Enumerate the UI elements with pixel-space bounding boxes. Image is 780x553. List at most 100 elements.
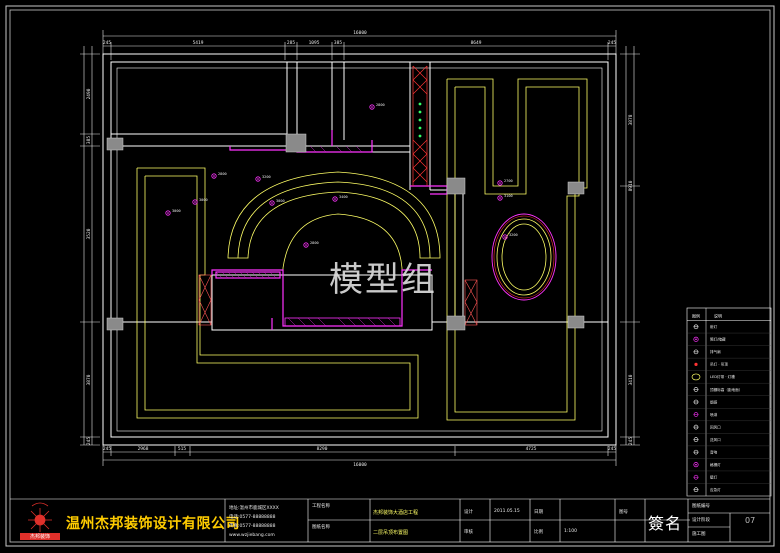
dim-top-label: 245 bbox=[608, 40, 616, 46]
speaker-icon bbox=[693, 449, 699, 455]
fixture-label: 3000 bbox=[199, 198, 208, 202]
green-lights bbox=[418, 102, 422, 138]
legend-header-desc: 说明 bbox=[714, 313, 722, 319]
project-label: 工程名称 bbox=[312, 504, 330, 509]
legend-item-label: 送风口 bbox=[710, 437, 721, 442]
company-website: www.wzjiebang.com bbox=[229, 533, 275, 538]
fixture-label: 3100 bbox=[504, 194, 513, 198]
legend-table: 图例说明射灯筒灯/暗藏排气扇吊灯 · 吊顶LED灯带 · 灯槽顶棚标高（距地面）… bbox=[686, 307, 772, 497]
dim-bottom-label: 245 bbox=[103, 446, 111, 452]
supply-air-icon bbox=[693, 437, 699, 442]
company-fax: 传真:0577-88888888 bbox=[229, 524, 276, 529]
dim-left-label: 3520 bbox=[86, 228, 92, 239]
downlight-center bbox=[499, 182, 501, 184]
inner-frame bbox=[9, 9, 771, 543]
downlight-icon bbox=[497, 180, 503, 186]
title-block bbox=[10, 498, 770, 542]
pendant-lamp-icon bbox=[694, 362, 698, 366]
ceiling-double-lines bbox=[116, 67, 603, 432]
date-value: 2011.05.15 bbox=[494, 509, 520, 514]
downlight-icon bbox=[369, 104, 375, 110]
legend-item-label: 格栅灯 bbox=[710, 462, 721, 467]
company-info: 地址:温州市鹿城区XXXX 电话:0577-88888888 传真:0577-8… bbox=[229, 504, 279, 540]
elevation-mark-icon bbox=[693, 387, 699, 392]
dim-left-label: 385 bbox=[86, 136, 92, 144]
dim-bottom-total: 16000 bbox=[353, 462, 367, 468]
dim-bottom-label: 8290 bbox=[317, 446, 328, 452]
check-label: 审核 bbox=[464, 530, 473, 535]
downlight-icon bbox=[269, 200, 275, 206]
legend-item-label: 壁灯 bbox=[710, 475, 718, 480]
downlight-icon bbox=[192, 199, 198, 205]
downlight-center bbox=[305, 244, 307, 246]
dim-left-label: 2490 bbox=[86, 88, 92, 99]
downlight-icon bbox=[165, 210, 171, 216]
fixture-label: 2800 bbox=[376, 103, 385, 107]
ceiling-spot-icon bbox=[693, 324, 699, 330]
dimension-right bbox=[620, 46, 640, 446]
downlight-icon bbox=[255, 176, 261, 182]
downlight-center bbox=[334, 198, 336, 200]
legend-item-label: 吊灯 · 吊顶 bbox=[710, 362, 728, 367]
downlight-center bbox=[257, 178, 259, 180]
columns bbox=[106, 133, 585, 331]
downlight-center bbox=[194, 201, 196, 203]
drawing-label: 图纸名称 bbox=[312, 525, 330, 530]
legend-item-label: 回风口 bbox=[710, 424, 721, 429]
logo-text: 杰邦装饰 bbox=[20, 533, 60, 540]
dim-right-label: 3410 bbox=[628, 374, 634, 385]
dim-right-label: 245 bbox=[628, 437, 634, 445]
legend-item-label: 射灯 bbox=[710, 324, 718, 329]
dim-right-label: 8910 bbox=[628, 180, 634, 191]
signature-stamp: 簽名 bbox=[648, 514, 683, 533]
dome-light-trough bbox=[491, 213, 557, 301]
dim-left-label: 245 bbox=[86, 437, 92, 445]
legend-item-label: 喷淋 bbox=[710, 412, 718, 417]
ceiling-outlines bbox=[136, 78, 588, 421]
ladder-strip bbox=[412, 65, 428, 186]
design-label: 设计 bbox=[464, 510, 473, 515]
drawing-no-label: 图号 bbox=[619, 510, 628, 515]
dim-top-label: 5419 bbox=[193, 40, 204, 46]
downlight-center bbox=[504, 236, 506, 238]
sheet-number-label: 图纸编号 bbox=[692, 504, 710, 509]
walls bbox=[102, 53, 617, 446]
company-phone: 电话:0577-88888888 bbox=[229, 515, 276, 520]
date-label: 日期 bbox=[534, 510, 543, 515]
emergency-light-icon bbox=[693, 487, 699, 493]
fixture-label: 3400 bbox=[339, 195, 348, 199]
grille-light-icon bbox=[693, 462, 699, 468]
dim-top-label: 385 bbox=[334, 40, 342, 46]
fixture-label: 3000 bbox=[276, 199, 285, 203]
downlight-icon bbox=[303, 242, 309, 248]
fixture-label: 3200 bbox=[509, 233, 518, 237]
drawing-name: 二层吊顶布置图 bbox=[373, 530, 409, 536]
watermark: 模型组 bbox=[329, 260, 437, 300]
dim-right-label: 3878 bbox=[628, 114, 634, 125]
downlight-center bbox=[213, 175, 215, 177]
company-name: 温州杰邦装饰设计有限公司 bbox=[66, 516, 240, 532]
downlight-icon bbox=[211, 173, 217, 179]
downlight-icon bbox=[497, 195, 503, 201]
led-strip-icon bbox=[691, 373, 701, 381]
scale-label: 比例 bbox=[534, 530, 543, 535]
legend-item-label: 应急灯 bbox=[710, 487, 721, 492]
downlight-center bbox=[167, 212, 169, 214]
legend-item-label: 烟感 bbox=[710, 399, 718, 404]
dim-bottom-label: 2968 bbox=[138, 446, 149, 452]
dimension-left bbox=[80, 46, 100, 446]
return-air-icon bbox=[693, 424, 699, 430]
legend-item-label: 顶棚标高（距地面） bbox=[710, 387, 742, 392]
dim-bottom-label: 515 bbox=[178, 446, 186, 452]
company-address: 地址:温州市鹿城区XXXX bbox=[229, 506, 279, 511]
smoke-detector-icon bbox=[693, 399, 699, 405]
scale-value: 1:100 bbox=[564, 529, 577, 534]
dimension-top bbox=[102, 30, 617, 60]
dim-bottom-label: 4725 bbox=[526, 446, 537, 452]
dim-top-label: 1095 bbox=[309, 40, 320, 46]
fixture-label: 2800 bbox=[310, 241, 319, 245]
legend-item-label: 排气扇 bbox=[710, 349, 721, 354]
downlight-center bbox=[271, 202, 273, 204]
